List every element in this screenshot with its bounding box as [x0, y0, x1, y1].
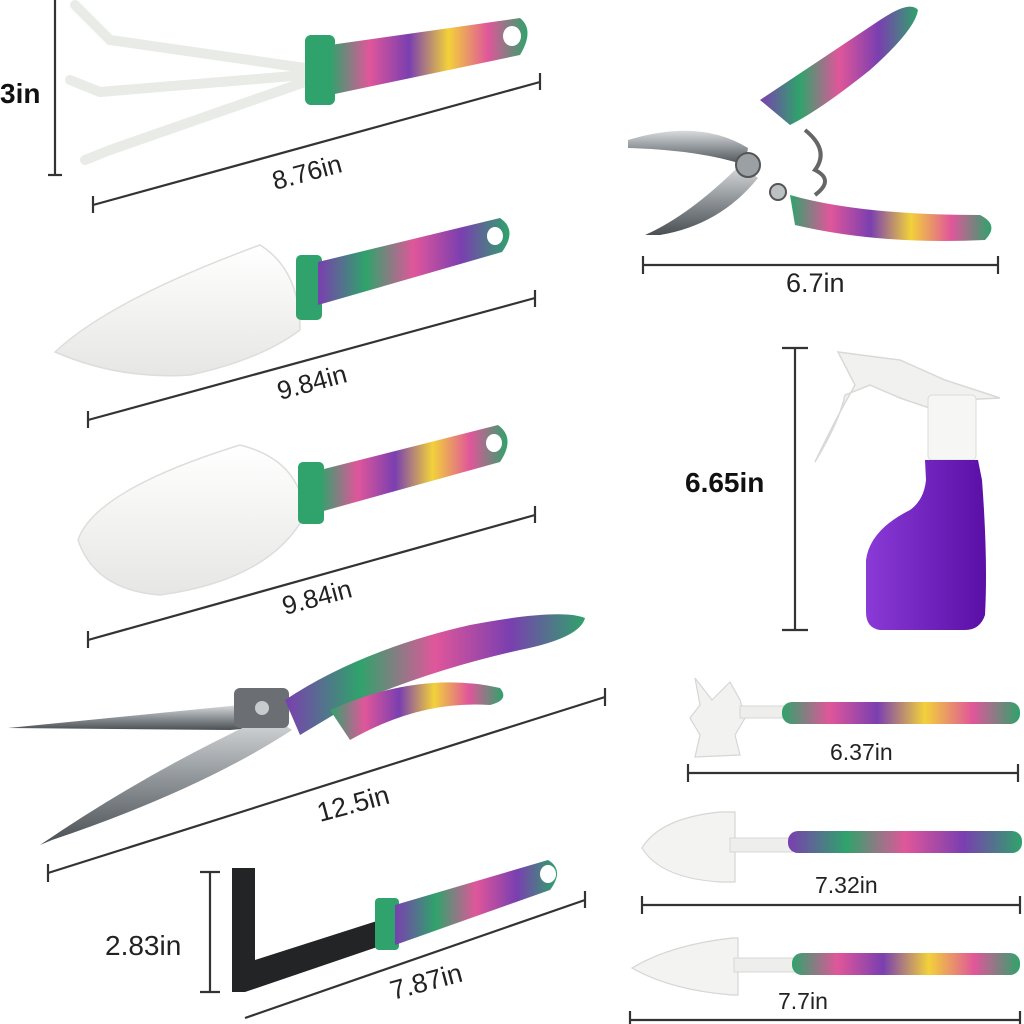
trowel2-length-label: 9.84in: [279, 573, 355, 620]
grass-shears-length-label: 12.5in: [314, 780, 393, 828]
pruner-length-label: 6.7in: [786, 268, 845, 298]
weeder: [232, 860, 558, 992]
weeder-length-line: [244, 898, 586, 1020]
cultivator-height-label: 3in: [0, 78, 40, 109]
spray-bottle: [814, 351, 1001, 630]
pruning-shears: [628, 6, 992, 241]
grass-shears-length-line: [47, 695, 606, 875]
mini-trowel-length-label: 7.7in: [778, 988, 828, 1014]
mini-trowel: [630, 937, 1020, 996]
wide-trowel: [53, 218, 510, 377]
weeder-height-label: 2.83in: [105, 930, 181, 961]
rake-length-label: 6.37in: [830, 739, 893, 765]
trowel2-length-line: [87, 513, 536, 642]
grass-shears: [8, 614, 585, 845]
mini-shovel: [641, 811, 1022, 883]
trowel1-length-line: [87, 296, 536, 422]
cultivator-length-line: [92, 80, 541, 207]
mini-rake: [689, 677, 1020, 758]
shovel-length-label: 7.32in: [815, 872, 878, 898]
cultivator-length-label: 8.76in: [269, 148, 345, 195]
transplanter-trowel: [77, 425, 508, 596]
hand-cultivator: [65, 0, 528, 165]
bottle-height-label: 6.65in: [685, 467, 764, 498]
